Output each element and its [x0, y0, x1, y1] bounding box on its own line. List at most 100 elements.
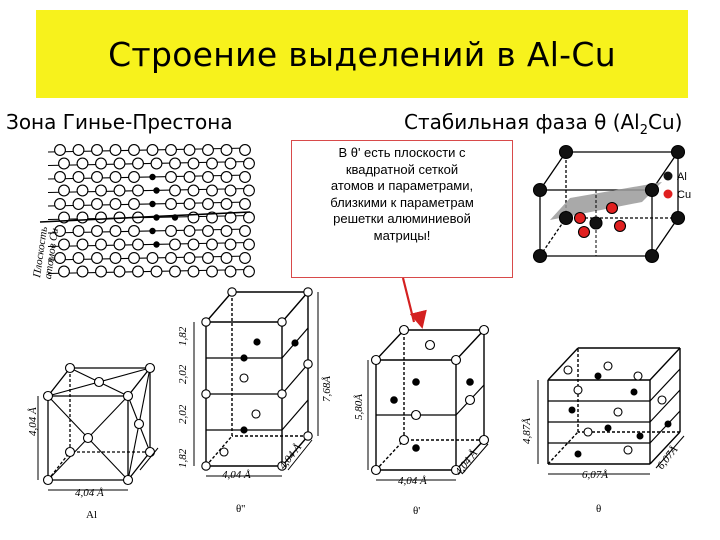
al-atom [644, 182, 660, 198]
al-atom [206, 184, 218, 197]
callout-arrow [401, 277, 427, 329]
al-atom [644, 248, 660, 264]
al-atom [132, 184, 144, 197]
callout-line: В θ' есть плоскости с [338, 145, 466, 160]
al-atom [54, 171, 66, 183]
al-atom [243, 265, 255, 278]
al-atom [370, 464, 382, 476]
al-atom [58, 157, 70, 170]
al-atom [633, 371, 643, 381]
cu-atom [149, 173, 156, 181]
heading-prefix: Стабильная фаза θ (Al [404, 110, 640, 134]
cu-atom [466, 378, 474, 386]
lattice-line [649, 389, 681, 423]
al-atom [220, 144, 233, 156]
heading-suffix: Cu) [648, 110, 683, 134]
al-atom [202, 252, 214, 264]
al-atom [206, 157, 218, 170]
al-atom [424, 339, 436, 351]
al-unit-cell [37, 362, 159, 491]
cu-atom [240, 426, 248, 434]
lattice-line [287, 439, 313, 471]
al-atom [132, 238, 144, 251]
lattice-line [649, 431, 681, 465]
al-atom [128, 225, 140, 237]
al-atom [113, 265, 126, 278]
al-atom [91, 198, 103, 210]
al-atom [202, 144, 214, 156]
al-atom [303, 431, 313, 441]
al-atom [201, 461, 211, 471]
legend-cu-dot [663, 189, 673, 199]
al-atom [202, 171, 214, 183]
al-atom [563, 365, 573, 375]
al-atom [132, 157, 144, 170]
al-atom [183, 171, 196, 183]
cu-atom [253, 338, 261, 346]
cu-atom [604, 424, 612, 432]
title-banner: Строение выделений в Al-Cu [36, 10, 688, 98]
al-atom [128, 252, 140, 264]
callout-line: квадратной сеткой [345, 161, 459, 177]
al-atom [76, 265, 89, 278]
slide-title: Строение выделений в Al-Cu [108, 34, 616, 74]
al-atom [58, 265, 70, 278]
cu-atom [412, 378, 420, 386]
tdp-seg-label: 1,82 [177, 326, 189, 346]
al-atom [169, 265, 181, 278]
theta-unit-cell [532, 144, 686, 264]
tdp-width-label: 4,04 Å [222, 469, 251, 481]
al-atom [150, 157, 163, 170]
cu-atom [630, 388, 638, 396]
al-atom [113, 184, 126, 197]
al-atom [76, 184, 89, 197]
lattice-line [455, 329, 485, 361]
heading-subscript: 2 [639, 123, 649, 138]
lattice-line [655, 435, 685, 469]
al-atom [398, 434, 410, 446]
cu-atom [577, 225, 591, 239]
lattice-line [539, 217, 567, 257]
al-atom [113, 238, 126, 251]
gp-zone-heading: Зона Гинье-Престона [6, 110, 233, 134]
callout-line: матрицы! [373, 227, 431, 243]
legend-al-label: Al [677, 171, 687, 183]
tdp-seg-label: 2,02 [177, 364, 189, 384]
al-atom [132, 265, 144, 278]
al-atom [219, 447, 229, 457]
cu-atom [153, 241, 160, 248]
cu-atom [149, 200, 156, 208]
cu-atom [291, 339, 299, 347]
al-atom [82, 432, 94, 444]
al-atom [95, 265, 107, 278]
al-atom [58, 238, 70, 251]
al-atom [165, 198, 177, 210]
al-atom [91, 252, 103, 264]
al-atom [146, 144, 159, 156]
lattice-line [375, 329, 405, 361]
al-atom [224, 184, 237, 197]
al-atom [122, 474, 134, 486]
al-atom [670, 144, 686, 160]
al-cell-name: Al [86, 509, 97, 521]
callout-line: близкими к параметрам [330, 194, 474, 210]
lattice-line [127, 367, 151, 397]
al-atom [169, 238, 181, 251]
al-atom [72, 198, 85, 210]
al-atom [109, 198, 122, 210]
gp-zone-lattice [39, 144, 255, 278]
al-atom [64, 362, 76, 374]
th-height-label: 4,87Å [521, 418, 533, 444]
al-atom [220, 252, 233, 264]
cu-atom [605, 201, 619, 215]
al-atom [613, 407, 623, 417]
al-atom [243, 184, 255, 197]
al-atom [657, 395, 667, 405]
al-atom [202, 225, 214, 237]
theta-prime-cell [367, 324, 490, 481]
al-atom [109, 144, 122, 156]
lattice-line [375, 439, 405, 471]
al-atom [478, 324, 490, 336]
al-atom [532, 248, 548, 264]
